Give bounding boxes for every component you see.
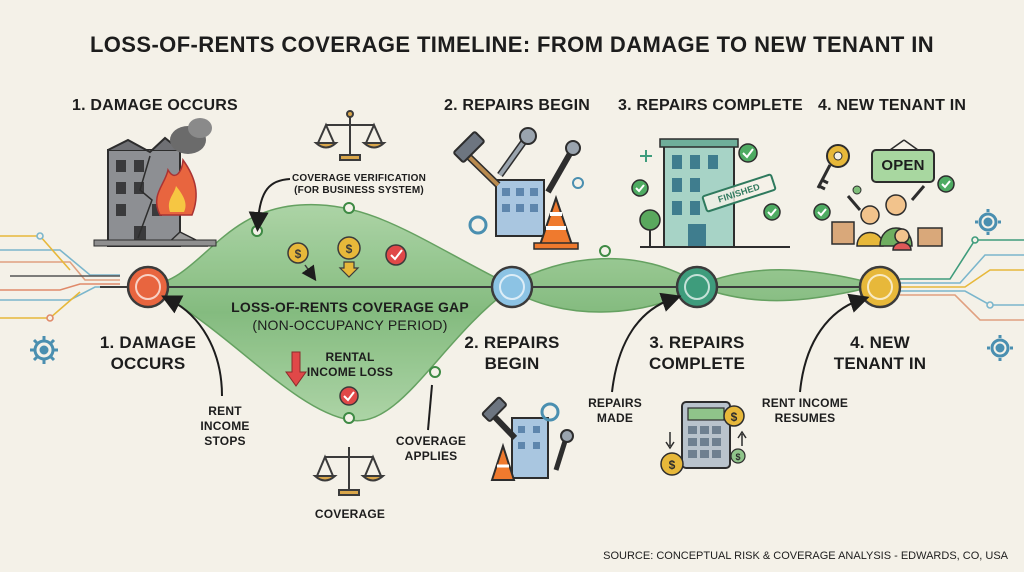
callout-arrows bbox=[161, 178, 870, 431]
annotation-line: COVERAGE VERIFICATION bbox=[291, 173, 427, 184]
coverage-label: COVERAGE bbox=[314, 507, 386, 521]
rent-income-stops-label: RENT INCOME STOPS bbox=[190, 404, 260, 449]
down-arrow-icon bbox=[285, 351, 307, 387]
annotation-line: MADE bbox=[596, 411, 634, 425]
gear-icon bbox=[975, 209, 1001, 235]
milestone-label-line: BEGIN bbox=[484, 354, 540, 373]
milestone-label-line: 2. REPAIRS bbox=[464, 333, 560, 352]
milestone-label-repairs-complete: 3. REPAIRS COMPLETE bbox=[637, 332, 757, 374]
milestone-damage-marker bbox=[126, 265, 170, 309]
coin-down-icon: $ bbox=[287, 242, 317, 282]
annotation-line: APPLIES bbox=[404, 449, 458, 463]
phase-heading-new-tenant: 4. NEW TENANT IN bbox=[818, 97, 967, 114]
tools-building-icon bbox=[453, 127, 584, 250]
coverage-gap-label: LOSS-OF-RENTS COVERAGE GAP (NON-OCCUPANC… bbox=[220, 298, 480, 334]
milestone-label-new-tenant: 4. NEW TENANT IN bbox=[820, 332, 940, 374]
rent-income-resumes-label: RENT INCOME RESUMES bbox=[750, 396, 860, 426]
annotation-line: (NON-OCCUPANCY PERIOD) bbox=[252, 317, 448, 333]
annotation-line: RENT bbox=[208, 404, 242, 418]
svg-text:$: $ bbox=[669, 458, 676, 472]
phase-heading-damage: 1. DAMAGE OCCURS bbox=[72, 97, 238, 114]
annotation-line: STOPS bbox=[204, 434, 246, 448]
annotation-line: REPAIRS bbox=[588, 396, 642, 410]
diagram-title: LOSS-OF-RENTS COVERAGE TIMELINE: FROM DA… bbox=[89, 32, 935, 57]
milestone-repairs-complete-marker bbox=[675, 265, 719, 309]
gear-icon bbox=[30, 336, 58, 364]
milestone-label-repairs-begin: 2. REPAIRS BEGIN bbox=[452, 332, 572, 374]
annotation-line: LOSS-OF-RENTS COVERAGE GAP bbox=[231, 299, 469, 315]
annotation-line: RENT INCOME bbox=[761, 396, 849, 410]
phase-heading-repairs-begin: 2. REPAIRS BEGIN bbox=[444, 97, 591, 114]
repair-tools-icon bbox=[481, 396, 574, 481]
milestone-label-line: 1. DAMAGE bbox=[99, 333, 197, 352]
source-note: SOURCE: CONCEPTUAL RISK & COVERAGE ANALY… bbox=[603, 550, 1008, 562]
milestone-label-line: 4. NEW bbox=[850, 333, 910, 352]
phase-heading-repairs-complete: 3. REPAIRS COMPLETE bbox=[618, 97, 803, 114]
scale-icon bbox=[313, 110, 387, 161]
check-badge-icon bbox=[385, 244, 407, 266]
milestone-label-damage: 1. DAMAGE OCCURS bbox=[88, 332, 208, 374]
coverage-applies-label: COVERAGE APPLIES bbox=[388, 434, 474, 464]
milestone-label-line: 3. REPAIRS bbox=[649, 333, 745, 352]
svg-text:$: $ bbox=[346, 242, 353, 256]
annotation-line: RENTAL bbox=[325, 350, 375, 364]
circuit-lines-right bbox=[900, 236, 1024, 321]
milestone-label-line: COMPLETE bbox=[648, 354, 746, 373]
svg-text:$: $ bbox=[735, 452, 740, 462]
rental-income-loss-label: RENTAL INCOME LOSS bbox=[305, 350, 395, 380]
new-tenant-icon bbox=[813, 139, 955, 251]
open-sign: OPEN bbox=[881, 157, 925, 174]
milestone-repairs-begin-marker bbox=[490, 265, 534, 309]
scale-icon bbox=[312, 447, 386, 496]
check-badge-icon bbox=[339, 386, 359, 406]
svg-text:$: $ bbox=[295, 247, 302, 261]
svg-text:$: $ bbox=[731, 410, 738, 424]
coverage-verification-label: COVERAGE VERIFICATION (FOR BUSINESS SYST… bbox=[284, 173, 434, 197]
circuit-lines-left bbox=[0, 232, 120, 322]
calculator-icon: $ $ $ bbox=[660, 401, 747, 476]
annotation-line: RESUMES bbox=[774, 411, 836, 425]
gear-icon bbox=[987, 335, 1013, 361]
finished-building-icon bbox=[631, 138, 790, 248]
annotation-line: COVERAGE bbox=[395, 434, 467, 448]
annotation-line: INCOME bbox=[200, 419, 250, 433]
milestone-new-tenant-marker bbox=[858, 265, 902, 309]
milestone-label-line: TENANT IN bbox=[833, 354, 927, 373]
burning-building-icon bbox=[93, 118, 217, 247]
milestone-label-line: OCCURS bbox=[110, 354, 186, 373]
annotation-line: (FOR BUSINESS SYSTEM) bbox=[294, 185, 424, 196]
coin-down-icon: $ bbox=[337, 236, 361, 278]
repairs-made-label: REPAIRS MADE bbox=[580, 396, 650, 426]
annotation-line: INCOME LOSS bbox=[306, 365, 394, 379]
